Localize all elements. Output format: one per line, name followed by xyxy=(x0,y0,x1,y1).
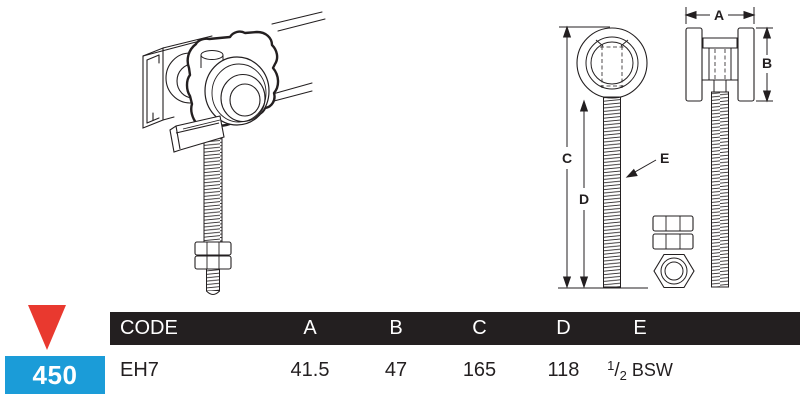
front-wheel xyxy=(204,56,270,126)
fraction-denominator: 2 xyxy=(619,367,627,383)
header-code: CODE xyxy=(120,317,178,339)
thread-standard: BSW xyxy=(631,359,673,380)
cell-d: 118 xyxy=(547,358,580,381)
header-a: A xyxy=(303,317,317,339)
header-e: E xyxy=(633,317,647,339)
cell-c: 165 xyxy=(462,358,497,381)
header-b: B xyxy=(389,317,403,339)
wheel-front-view xyxy=(576,27,648,288)
dim-label-b: B xyxy=(762,55,772,71)
cell-b: 47 xyxy=(384,358,408,381)
dimension-line-a xyxy=(684,7,756,24)
header-d: D xyxy=(556,317,571,339)
dimension-drawing: C D E xyxy=(558,7,773,289)
lock-nuts xyxy=(194,241,232,270)
dim-label-c: C xyxy=(562,150,572,166)
track-slot-section xyxy=(169,115,225,153)
fraction-separator: / xyxy=(614,359,620,381)
page-number: 450 xyxy=(32,359,78,390)
trolley-isometric-drawing xyxy=(142,11,326,295)
page-number-badge: 450 xyxy=(5,356,105,394)
dim-label-d: D xyxy=(579,191,589,207)
dimension-line-b xyxy=(756,26,773,103)
dimension-line-c xyxy=(559,25,610,289)
red-triangle-marker-icon xyxy=(28,305,66,350)
header-c: C xyxy=(472,317,487,339)
fraction-numerator: 1 xyxy=(607,357,615,373)
spec-table-header: CODE A B C D E xyxy=(110,312,800,345)
dim-label-e: E xyxy=(660,150,669,166)
cell-code: EH7 xyxy=(120,358,159,381)
dim-label-a: A xyxy=(714,7,724,23)
hanger-bolt-rod xyxy=(203,131,223,243)
nut-side-views xyxy=(652,215,694,250)
leader-line-e xyxy=(625,159,657,178)
bolt-tip xyxy=(206,268,220,295)
nut-top-view xyxy=(653,253,695,289)
cell-a: 41.5 xyxy=(290,358,330,381)
dimension-line-d xyxy=(579,99,589,289)
wheel-side-view xyxy=(685,27,755,288)
